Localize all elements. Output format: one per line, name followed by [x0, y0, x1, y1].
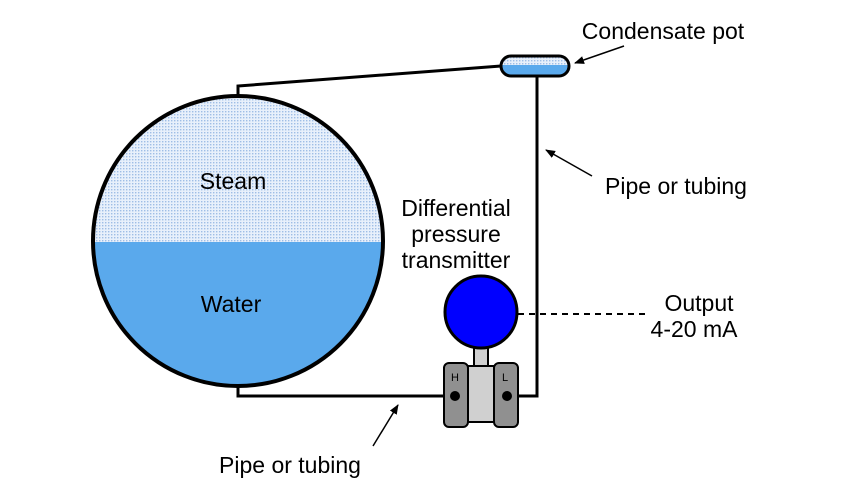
- low-port-label: L: [502, 372, 508, 384]
- upper-pipe-arrow: [545, 149, 593, 177]
- lower-pipe-arrow: [372, 404, 399, 447]
- output-label-line1: Output: [664, 290, 734, 316]
- transmitter-label-line2: pressure: [411, 221, 500, 247]
- water-region: [93, 242, 383, 386]
- condensate-pot: [499, 54, 571, 78]
- steam-region: [93, 96, 383, 242]
- transmitter-head: [443, 274, 519, 350]
- high-port-dot: [450, 391, 460, 401]
- steam-label: Steam: [200, 168, 266, 194]
- transmitter-label-line3: transmitter: [402, 247, 511, 273]
- high-side-impulse-line: [236, 386, 455, 398]
- transmitter-label-line1: Differential: [401, 195, 511, 221]
- high-port-label: H: [451, 372, 459, 384]
- output-label-line2: 4-20 mA: [651, 316, 739, 342]
- water-label: Water: [201, 291, 262, 317]
- condensate-pot-label: Condensate pot: [582, 18, 745, 44]
- vessel: [91, 94, 385, 388]
- upper-impulse-line: [236, 64, 502, 96]
- low-port-dot: [502, 391, 512, 401]
- transmitter-body: [465, 365, 497, 423]
- low-side-impulse-line: [507, 76, 539, 398]
- upper-pipe-label: Pipe or tubing: [605, 173, 747, 199]
- condensate-pot-arrow: [574, 45, 625, 64]
- lower-pipe-label: Pipe or tubing: [219, 452, 361, 478]
- differential-pressure-transmitter: [443, 274, 519, 428]
